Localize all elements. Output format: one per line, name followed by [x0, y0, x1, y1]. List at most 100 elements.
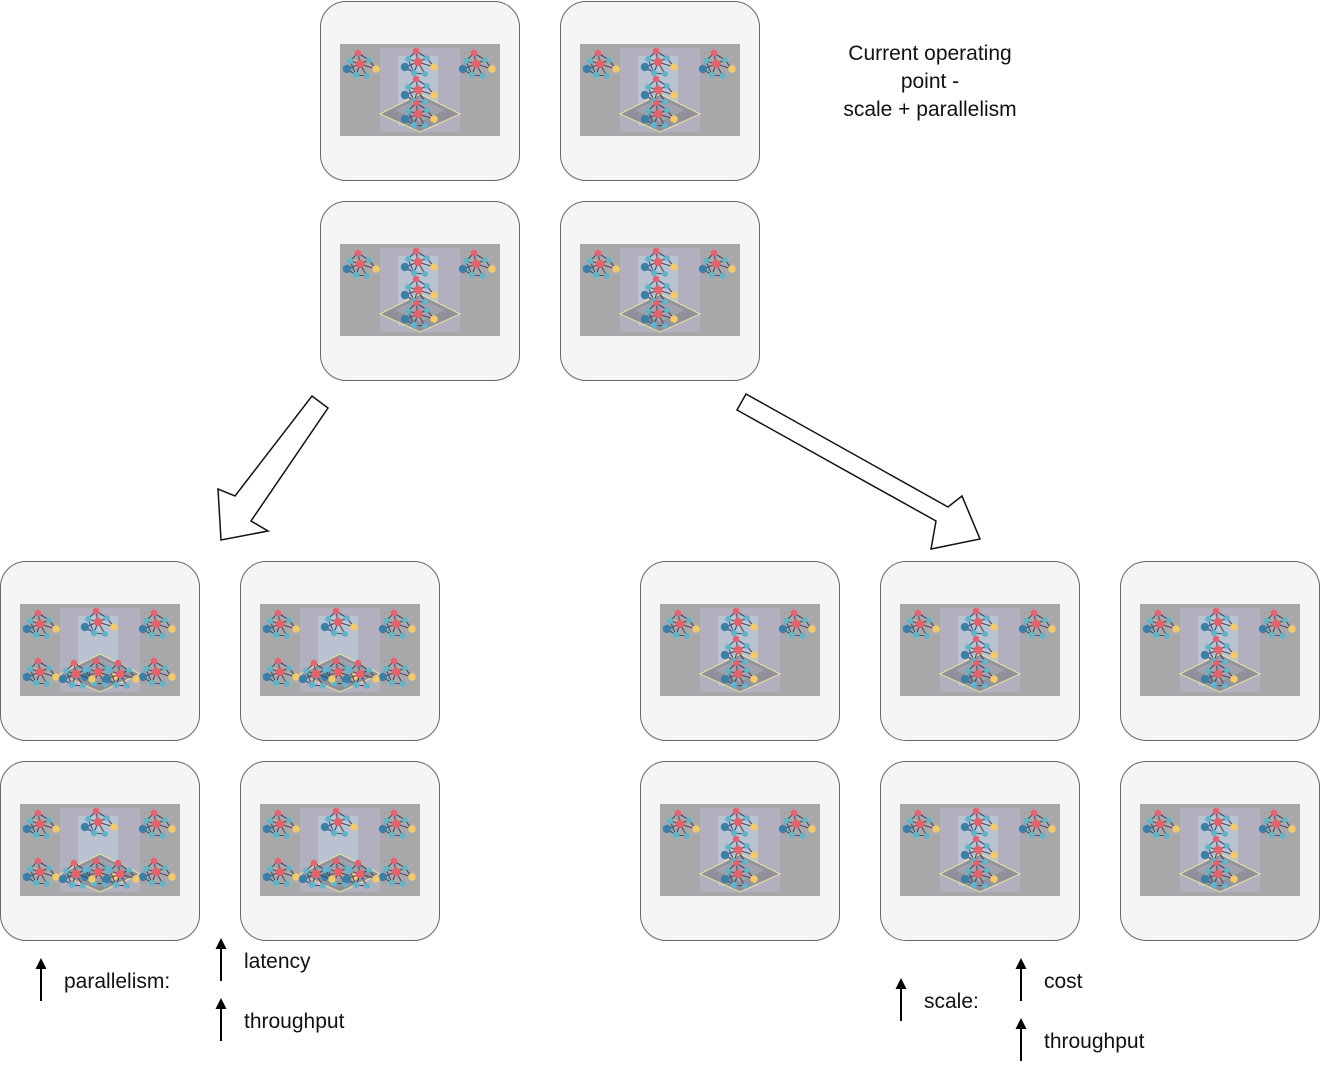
model-graph-icon: [902, 609, 940, 639]
latency-label: latency: [244, 950, 311, 973]
model-graph-icon: [378, 857, 416, 887]
model-graph-icon: [342, 249, 380, 279]
model-graph-icon: [720, 635, 758, 665]
throughput-label: throughput: [244, 1010, 345, 1033]
model-graph-icon: [662, 809, 700, 839]
server-node-icon: [1140, 604, 1300, 696]
server-node-icon: [20, 804, 180, 896]
model-graph-icon: [342, 659, 380, 689]
up-arrow-icon: [1015, 1018, 1027, 1061]
server-node: [640, 761, 840, 941]
model-graph-icon: [138, 857, 176, 887]
server-node: [640, 561, 840, 741]
model-graph-icon: [698, 249, 736, 279]
model-graph-icon: [262, 857, 300, 887]
model-graph-icon: [582, 49, 620, 79]
up-arrow-icon: [215, 998, 227, 1041]
up-arrow-icon: [1015, 958, 1027, 1001]
server-node: [560, 1, 760, 181]
server-node-icon: [340, 44, 500, 136]
throughput-label: throughput: [1044, 1030, 1145, 1053]
model-graph-icon: [720, 807, 758, 837]
model-graph-icon: [22, 809, 60, 839]
model-graph-icon: [960, 607, 998, 637]
model-graph-icon: [1018, 609, 1056, 639]
model-graph-icon: [262, 809, 300, 839]
model-graph-icon: [1142, 809, 1180, 839]
server-node: [880, 761, 1080, 941]
model-graph-icon: [138, 657, 176, 687]
current-operating-point-caption: Current operating point - scale + parall…: [800, 40, 1060, 124]
model-graph-icon: [1200, 835, 1238, 865]
model-graph-icon: [1200, 635, 1238, 665]
model-graph-icon: [400, 299, 438, 329]
up-arrow-icon: [35, 958, 47, 1001]
cost-label: cost: [1044, 970, 1083, 993]
model-graph-icon: [720, 607, 758, 637]
model-graph-icon: [458, 249, 496, 279]
model-graph-icon: [22, 609, 60, 639]
server-node-icon: [900, 604, 1060, 696]
parallelism-label: parallelism:: [64, 970, 171, 993]
server-node-icon: [1140, 804, 1300, 896]
model-graph-icon: [342, 49, 380, 79]
server-node: [240, 561, 440, 741]
model-graph-icon: [778, 609, 816, 639]
model-graph-icon: [138, 609, 176, 639]
server-node: [240, 761, 440, 941]
model-graph-icon: [778, 809, 816, 839]
model-graph-icon: [80, 807, 118, 837]
hollow-arrow-icon-left: [217, 394, 330, 541]
model-graph-icon: [102, 659, 140, 689]
server-node: [320, 1, 520, 181]
model-graph-icon: [342, 859, 380, 889]
model-graph-icon: [1142, 609, 1180, 639]
model-graph-icon: [80, 607, 118, 637]
server-node: [1120, 561, 1320, 741]
model-graph-icon: [262, 609, 300, 639]
model-graph-icon: [22, 657, 60, 687]
model-graph-icon: [58, 859, 96, 889]
model-graph-icon: [378, 809, 416, 839]
model-graph-icon: [458, 49, 496, 79]
server-node-icon: [260, 804, 420, 896]
up-arrow-icon: [895, 978, 907, 1021]
server-node-icon: [900, 804, 1060, 896]
server-node: [1120, 761, 1320, 941]
model-graph-icon: [902, 809, 940, 839]
model-graph-icon: [698, 49, 736, 79]
server-node-icon: [260, 604, 420, 696]
model-graph-icon: [1200, 659, 1238, 689]
model-graph-icon: [1200, 607, 1238, 637]
model-graph-icon: [298, 659, 336, 689]
server-node-icon: [580, 244, 740, 336]
model-graph-icon: [58, 659, 96, 689]
model-graph-icon: [1200, 807, 1238, 837]
model-graph-icon: [400, 275, 438, 305]
caption-line-3: scale + parallelism: [843, 98, 1017, 121]
model-graph-icon: [640, 99, 678, 129]
model-graph-icon: [378, 609, 416, 639]
model-graph-icon: [640, 275, 678, 305]
server-node-icon: [660, 804, 820, 896]
model-graph-icon: [662, 609, 700, 639]
model-graph-icon: [298, 859, 336, 889]
model-graph-icon: [378, 657, 416, 687]
model-graph-icon: [960, 807, 998, 837]
model-graph-icon: [262, 657, 300, 687]
model-graph-icon: [138, 809, 176, 839]
model-graph-icon: [582, 249, 620, 279]
model-graph-icon: [400, 247, 438, 277]
model-graph-icon: [720, 859, 758, 889]
model-graph-icon: [960, 859, 998, 889]
model-graph-icon: [400, 99, 438, 129]
model-graph-icon: [400, 47, 438, 77]
server-node: [880, 561, 1080, 741]
server-node: [320, 201, 520, 381]
server-node: [560, 201, 760, 381]
server-node-icon: [340, 244, 500, 336]
model-graph-icon: [1258, 609, 1296, 639]
server-node: [0, 561, 200, 741]
caption-line-1: Current operating: [848, 42, 1012, 65]
